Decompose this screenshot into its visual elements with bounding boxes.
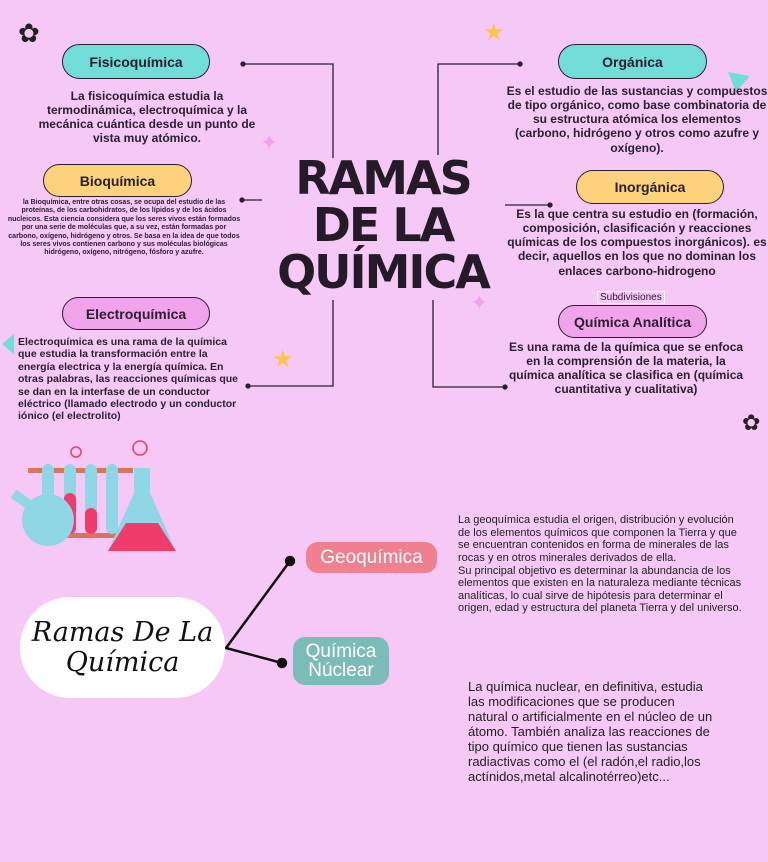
fisicoquimica-label: Fisicoquímica [62, 44, 210, 79]
svg-text:✿: ✿ [742, 410, 760, 435]
lab-flasks-illustration [10, 440, 176, 551]
analitica-text: Es una rama de la química que se enfoca … [508, 340, 744, 397]
analitica-label: Química Analítica [558, 305, 707, 338]
geoquimica-label: Geoquímica [306, 542, 437, 573]
nuclear-label: Química Núclear [293, 637, 389, 685]
electroquimica-text: Electroquímica es una rama de la química… [18, 336, 239, 423]
svg-text:✦: ✦ [470, 290, 488, 315]
electroquimica-label: Electroquímica [62, 297, 210, 330]
geoquimica-text: La geoquímica estudia el origen, distrib… [458, 514, 748, 615]
page-title: RAMAS DE LA QUÍMICA [277, 151, 491, 299]
svg-text:✿: ✿ [18, 18, 40, 48]
svg-text:★: ★ [483, 19, 505, 46]
subdivisiones-label: Subdivisiones [597, 291, 665, 304]
geoquimica-text-1: La geoquímica estudia el origen, distrib… [458, 514, 737, 564]
geoquimica-text-2: Su principal objetivo es determinar la a… [458, 564, 742, 615]
svg-text:✦: ✦ [260, 130, 278, 155]
center-node: Ramas De La Química [20, 597, 225, 698]
organica-text: Es el estudio de las sustancias y compue… [506, 84, 768, 155]
organica-label: Orgánica [558, 44, 707, 79]
bioquimica-label: Bioquímica [43, 164, 192, 197]
svg-text:★: ★ [272, 346, 294, 373]
inorganica-text: Es la que centra su estudio en (formació… [507, 207, 767, 278]
inorganica-label: Inorgánica [576, 170, 724, 204]
bioquimica-text: la Bioquímica, entre otras cosas, se ocu… [7, 199, 241, 257]
nuclear-text: La química nuclear, en definitiva, estud… [468, 679, 713, 784]
fisicoquimica-text: La fisicoquímica estudia la termodinámic… [38, 89, 256, 146]
decorations: ✿ ✿ ★ ★ ✦ ✦ [2, 18, 760, 435]
